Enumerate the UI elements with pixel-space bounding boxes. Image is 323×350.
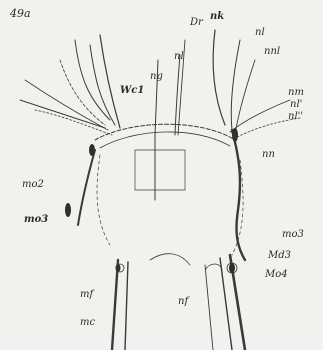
label-dr: Dr	[190, 18, 203, 28]
label-nnl: nnl	[264, 47, 280, 57]
label-nf: nf	[178, 297, 188, 307]
right-upper-nerve-1	[213, 30, 225, 125]
lower-arch	[150, 254, 190, 265]
label-mo3-right: mo3	[282, 230, 304, 240]
right-side-muscle	[232, 130, 245, 260]
left-lateral-nerve-2	[25, 80, 108, 130]
right-muscle-node-1	[232, 128, 238, 142]
left-lower-trunk-2	[125, 262, 128, 350]
label-nl: nl	[255, 28, 265, 38]
left-lateral-nerve-3	[35, 110, 112, 135]
left-muscle-node-1	[89, 144, 95, 156]
label-ng: ng	[150, 72, 163, 82]
label-nk: nk	[210, 12, 224, 22]
label-mo2-left: mo2	[22, 180, 44, 190]
label-md3: Md3	[268, 251, 291, 261]
label-nm: nm	[288, 88, 304, 98]
label-mo3-left: mo3	[24, 215, 48, 225]
left-upper-nerve-3	[100, 35, 120, 128]
label-nl-central: nl	[174, 52, 184, 62]
label-nn: nn	[262, 150, 275, 160]
right-lower-hook	[205, 264, 222, 270]
body-outline-left	[97, 155, 110, 245]
label-wc1: Wc1	[120, 86, 144, 96]
label-nl-prime: nl'	[290, 100, 302, 110]
right-lower-trunk-3	[205, 265, 213, 350]
label-nl-dprime: nl''	[288, 112, 303, 122]
right-upper-nerve-3	[235, 60, 255, 135]
label-mf-left: mf	[80, 290, 93, 300]
left-lower-trunk-1	[112, 260, 118, 350]
right-lower-node	[229, 263, 235, 273]
central-box	[135, 150, 185, 190]
label-mo4: Mo4	[265, 270, 288, 280]
label-mc: mc	[80, 318, 95, 328]
left-muscle-node-2	[65, 203, 71, 217]
left-side-muscle	[78, 150, 95, 225]
left-upper-nerve-1	[75, 40, 110, 120]
upper-arch-2	[100, 132, 230, 148]
figure-number: 49a	[10, 8, 31, 19]
left-upper-nerve-2	[90, 45, 115, 125]
